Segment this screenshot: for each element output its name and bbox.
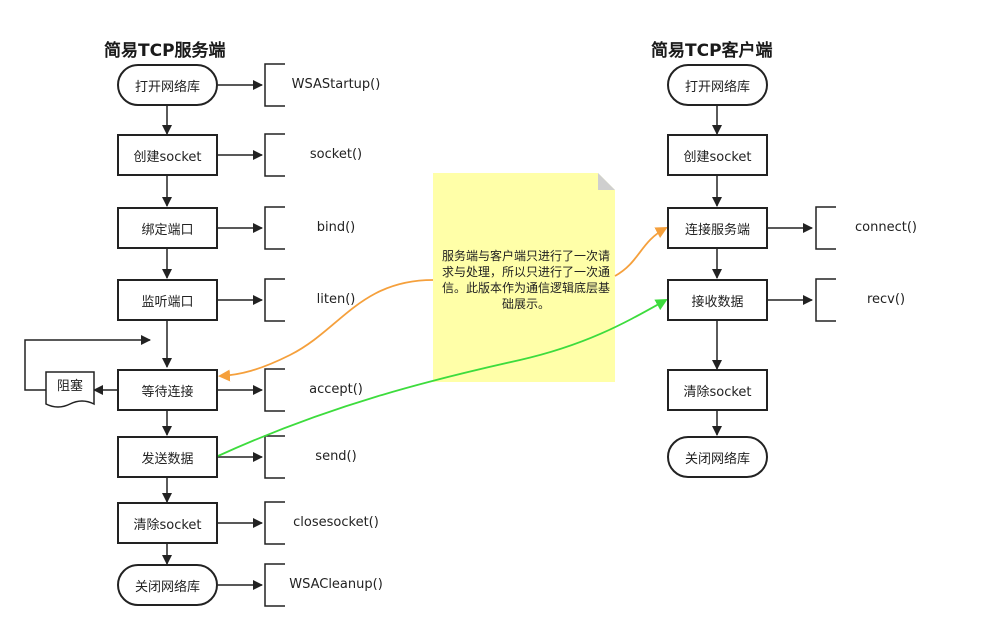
block-label: 阻塞: [56, 379, 83, 394]
note-arrow-to-accept: [218, 279, 434, 382]
block-loop: [24, 335, 151, 395]
server-step-send: 发送数据: [117, 436, 218, 478]
server-step-create-socket: 创建socket: [117, 134, 218, 176]
note-fold: [598, 173, 615, 190]
annotation-bracket: [264, 63, 285, 107]
client-step-create-socket: 创建socket: [667, 134, 768, 176]
note-arrow-to-connect: [614, 227, 668, 277]
client-title: 简易TCP客户端: [651, 41, 773, 61]
api-connect: connect(): [855, 220, 917, 235]
api-closesocket: closesocket(): [293, 515, 379, 530]
note-shape: [433, 173, 615, 382]
annotation-bracket: [264, 368, 285, 412]
annotation-bracket: [264, 563, 285, 607]
block-loop-line: [24, 335, 151, 391]
server-step-open-library: 打开网络库: [117, 64, 218, 106]
server-api-arrows: [218, 80, 263, 590]
annotation-bracket: [264, 206, 285, 250]
block-document-shape: [45, 371, 95, 408]
api-socket: socket(): [309, 147, 363, 162]
client-step-receive: 接收数据: [667, 279, 768, 321]
api-recv: recv(): [866, 292, 906, 307]
api-accept: accept(): [309, 382, 363, 397]
client-step-clear-socket: 清除socket: [667, 369, 768, 411]
annotation-bracket: [264, 435, 285, 479]
api-listen: liten(): [316, 292, 356, 307]
annotation-bracket: [264, 501, 285, 545]
api-send: send(): [315, 449, 357, 464]
client-api-arrows: [768, 206, 836, 322]
client-step-open-library: 打开网络库: [667, 64, 768, 106]
server-api-brackets: [264, 63, 285, 607]
annotation-bracket: [815, 206, 836, 250]
note-text: 服务端与客户端只进行了一次请求与处理，所以只进行了一次通信。此版本作为通信逻辑底…: [441, 249, 610, 311]
annotation-bracket: [264, 133, 285, 177]
server-step-listen-port: 监听端口: [117, 279, 218, 321]
server-step-accept: 等待连接: [117, 369, 218, 411]
server-step-bind-port: 绑定端口: [117, 207, 218, 249]
api-bind: bind(): [316, 220, 356, 235]
server-title: 简易TCP服务端: [104, 41, 226, 61]
api-wsastartup: WSAStartup(): [291, 77, 381, 92]
annotation-bracket: [815, 278, 836, 322]
server-step-close-library: 关闭网络库: [117, 564, 218, 606]
server-step-clear-socket: 清除socket: [117, 502, 218, 544]
api-wsacleanup: WSACleanup(): [289, 577, 383, 592]
client-step-connect: 连接服务端: [667, 207, 768, 249]
send-to-recv-arrow: [217, 299, 668, 457]
client-step-close-library: 关闭网络库: [667, 436, 768, 478]
annotation-bracket: [264, 278, 285, 322]
